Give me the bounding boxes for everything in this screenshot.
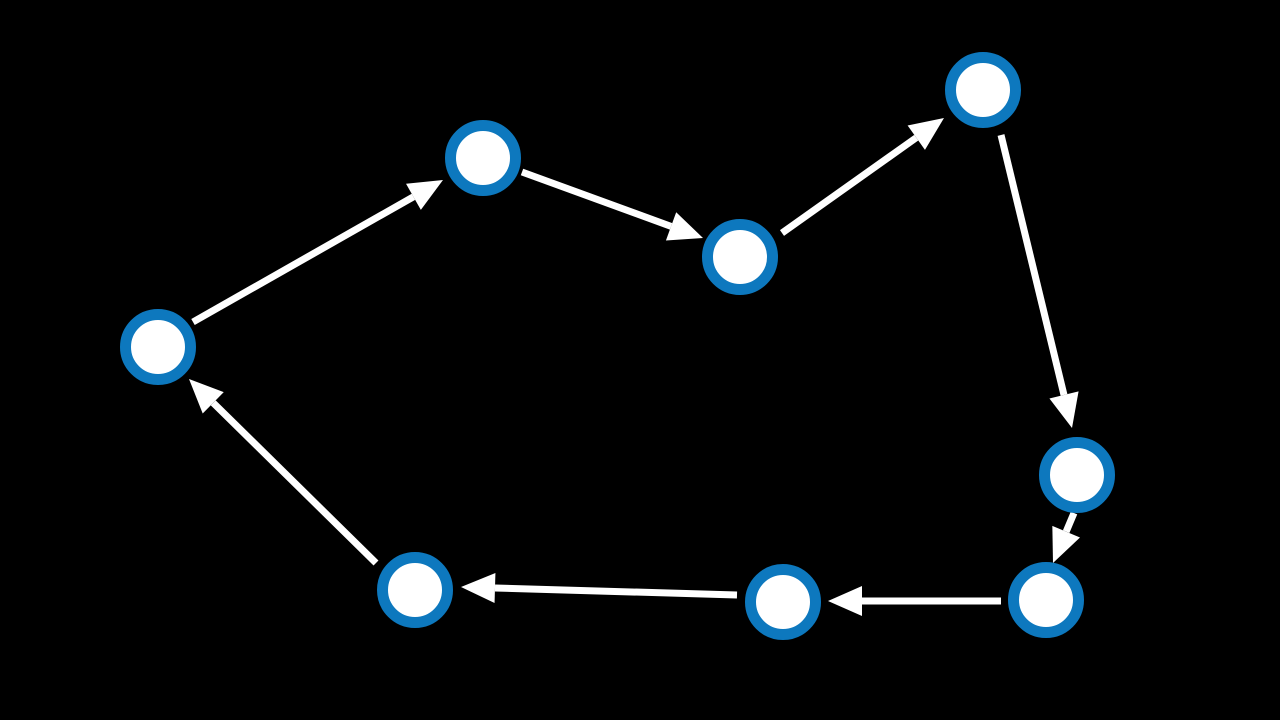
node-ring[interactable]: [745, 564, 821, 640]
graph-node[interactable]: [1039, 437, 1115, 513]
graph-edge: [779, 118, 944, 236]
edge-arrowhead-icon: [828, 586, 862, 616]
node-fill[interactable]: [707, 224, 773, 290]
edge-arrowhead-icon: [406, 180, 443, 210]
node-ring[interactable]: [120, 309, 196, 385]
node-fill[interactable]: [750, 569, 816, 635]
graph-node[interactable]: [945, 52, 1021, 128]
edge-arrowhead-icon: [1049, 391, 1079, 428]
graph-edge: [520, 168, 703, 241]
edge-shaft: [191, 193, 416, 326]
edge-shaft: [997, 134, 1068, 396]
graph-edge: [461, 572, 738, 603]
node-ring[interactable]: [945, 52, 1021, 128]
node-ring[interactable]: [377, 552, 453, 628]
graph-edge: [828, 586, 1001, 616]
graph-node[interactable]: [377, 552, 453, 628]
graph-edge: [1052, 511, 1080, 563]
edge-layer: [189, 118, 1080, 616]
graph-edge: [997, 134, 1079, 428]
graph-node[interactable]: [120, 309, 196, 385]
graph-node[interactable]: [1008, 562, 1084, 638]
graph-edge: [189, 379, 379, 566]
edge-shaft: [494, 584, 738, 599]
graph-node[interactable]: [445, 120, 521, 196]
node-ring[interactable]: [702, 219, 778, 295]
node-fill[interactable]: [950, 57, 1016, 123]
edge-shaft: [779, 134, 919, 236]
edge-shaft: [862, 597, 1001, 605]
edge-arrowhead-icon: [189, 379, 224, 414]
graph-node[interactable]: [702, 219, 778, 295]
node-fill[interactable]: [125, 314, 191, 380]
node-fill[interactable]: [382, 557, 448, 623]
edge-arrowhead-icon: [461, 572, 496, 603]
node-ring[interactable]: [1008, 562, 1084, 638]
graph-node[interactable]: [745, 564, 821, 640]
edge-arrowhead-icon: [907, 118, 944, 150]
node-fill[interactable]: [1044, 442, 1110, 508]
node-layer: [120, 52, 1115, 640]
node-ring[interactable]: [1039, 437, 1115, 513]
edge-shaft: [520, 168, 673, 230]
node-fill[interactable]: [450, 125, 516, 191]
node-fill[interactable]: [1013, 567, 1079, 633]
edge-shaft: [210, 400, 379, 566]
node-ring[interactable]: [445, 120, 521, 196]
edge-arrowhead-icon: [665, 212, 703, 241]
edge-shaft: [1062, 511, 1078, 534]
edge-arrowhead-icon: [1052, 525, 1080, 563]
graph-edge: [191, 180, 443, 326]
